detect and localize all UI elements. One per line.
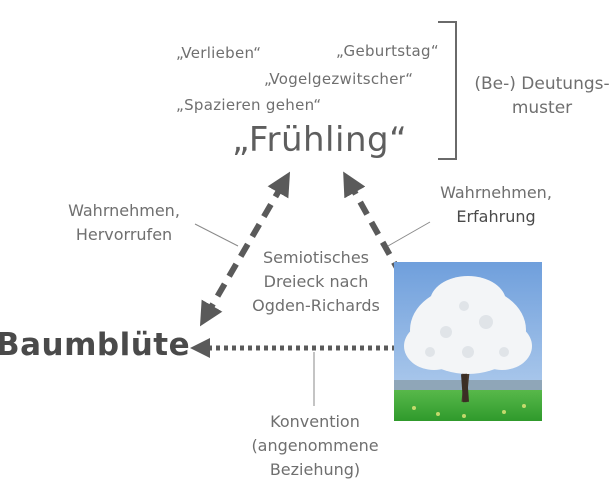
- symbol-label: Baumblüte: [0, 327, 191, 363]
- left-label-line-2: Hervorrufen: [75, 225, 173, 244]
- deutungsmuster-line-1: (Be-) Deutungs-: [474, 74, 610, 94]
- center-label: Semiotisches Dreieck nach Ogden-Richards: [246, 246, 386, 318]
- right-leader: [387, 221, 431, 247]
- left-leader: [194, 223, 239, 247]
- left-label: Wahrnehmen, Hervorrufen: [62, 199, 186, 247]
- left-label-line-1: Wahrnehmen,: [68, 201, 180, 220]
- center-label-line-2: Dreieck nach: [263, 272, 369, 291]
- association-verlieben: „Verlieben“: [176, 44, 262, 62]
- association-geburtstag: „Geburtstag“: [336, 42, 439, 60]
- blossom-tree-image: [394, 262, 542, 421]
- center-label-line-3: Ogden-Richards: [252, 296, 380, 315]
- center-label-line-1: Semiotisches: [263, 248, 369, 267]
- bottom-label: Konvention (angenommene Beziehung): [240, 410, 390, 482]
- bottom-label-line-2: (angenommene: [251, 436, 379, 455]
- deutungsmuster-bracket: [438, 21, 457, 160]
- right-label-line-2: Erfahrung: [456, 207, 536, 226]
- right-label-line-1: Wahrnehmen,: [440, 183, 552, 202]
- deutungsmuster-line-2: muster: [511, 98, 573, 118]
- bottom-label-line-3: Beziehung): [269, 460, 361, 479]
- left-arrow: [199, 171, 291, 327]
- deutungsmuster-label: (Be-) Deutungs- muster: [468, 72, 616, 120]
- bottom-label-line-1: Konvention: [270, 412, 360, 431]
- concept-title: „Frühling“: [232, 120, 408, 160]
- association-vogelgezwitscher: „Vogelgezwitscher“: [264, 70, 414, 88]
- right-label: Wahrnehmen, Erfahrung: [436, 181, 556, 229]
- right-arrow: [343, 171, 431, 329]
- association-spazieren: „Spazieren gehen“: [176, 96, 322, 114]
